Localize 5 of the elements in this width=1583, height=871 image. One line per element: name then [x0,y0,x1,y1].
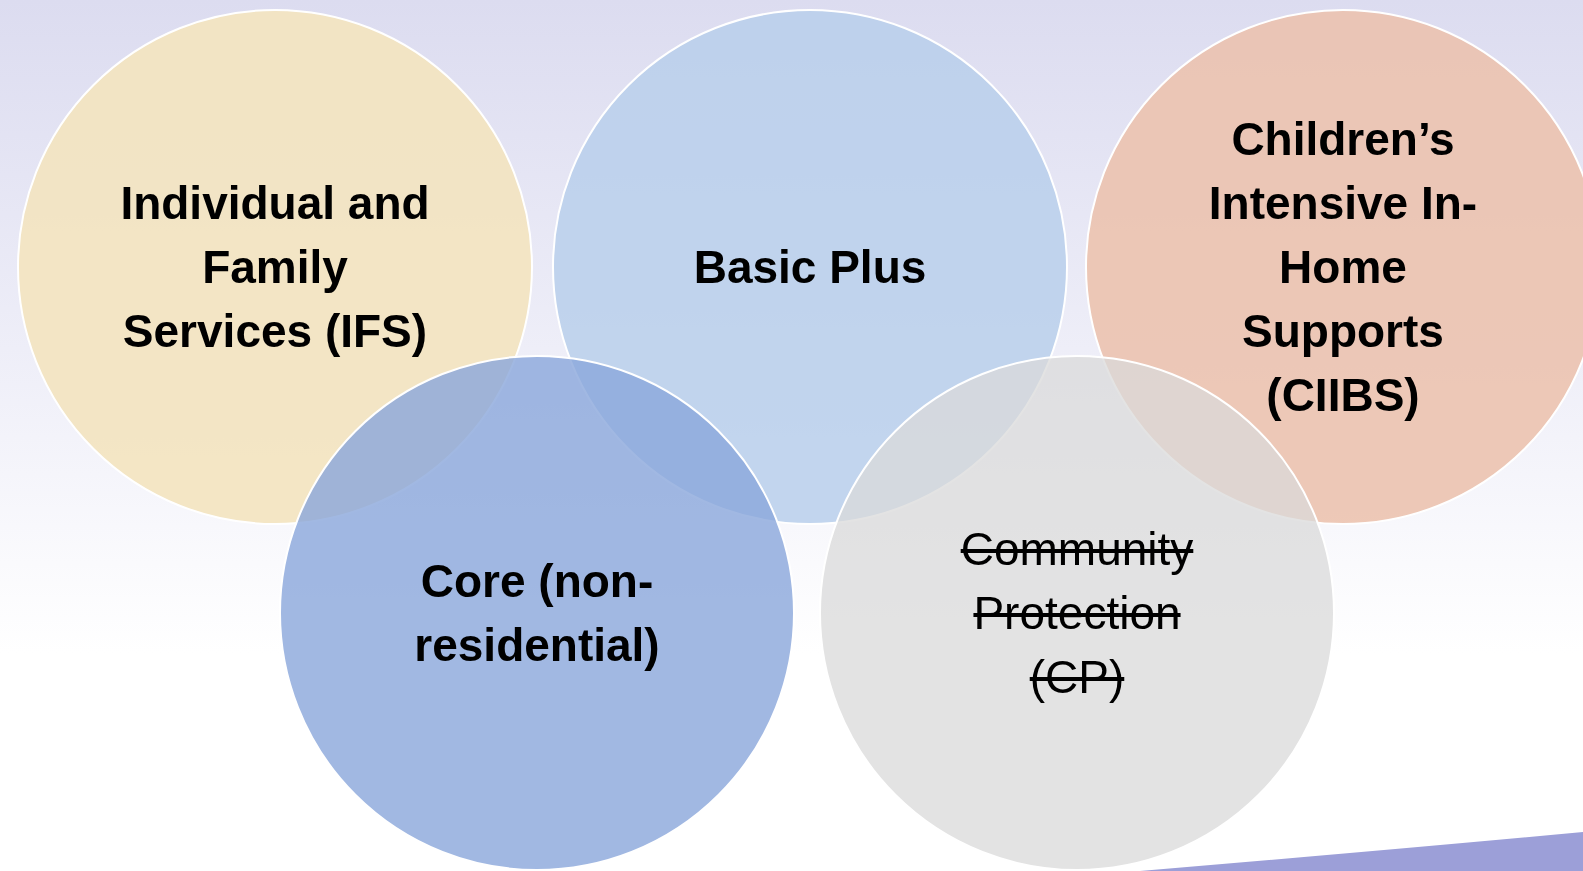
service-label: Basic Plus [692,240,928,295]
service-label: Individual and Family Services (IFS) [119,176,431,359]
service-label: Children’s Intensive In-Home Supports (CIIBS) [1207,112,1479,423]
service-label: Core (non-residential) [413,554,661,673]
service-label: Community Protection (CP) [959,522,1195,705]
